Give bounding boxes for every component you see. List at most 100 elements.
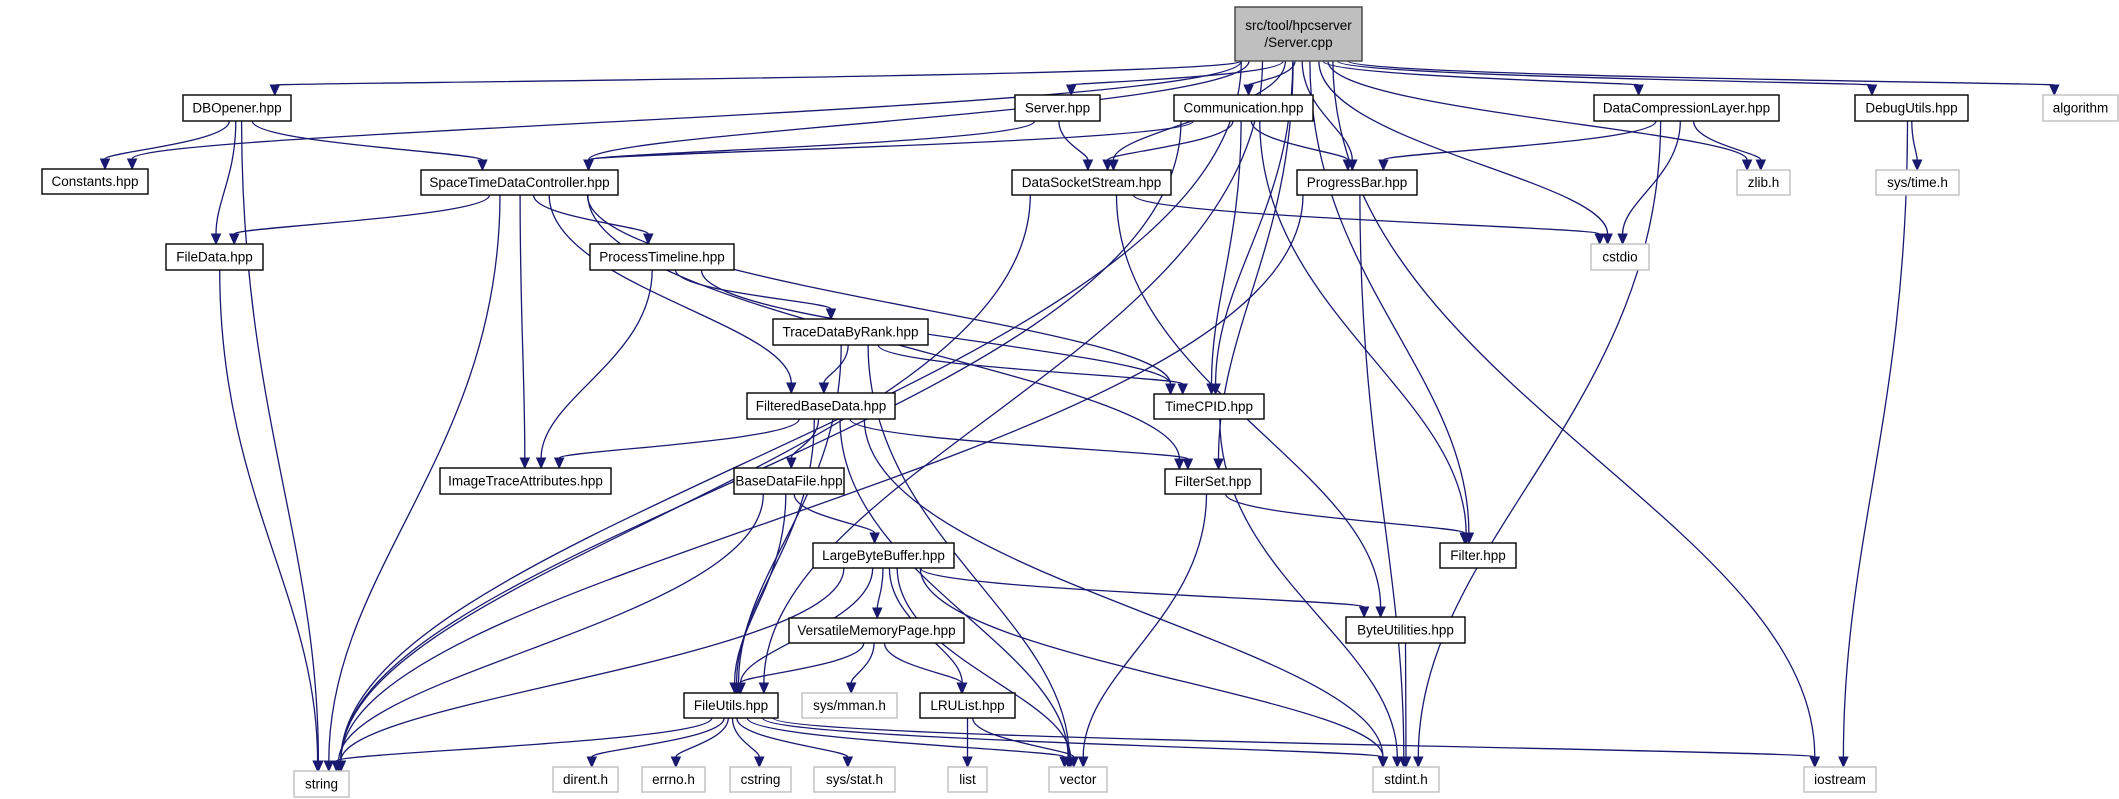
node-label: DBOpener.hpp [192, 101, 281, 116]
edge-processtimeline-to-timecpid [700, 269, 1172, 385]
node-box [1736, 169, 1791, 196]
node-box [788, 617, 965, 644]
edge-filedata-to-string [219, 269, 319, 762]
node-label: SpaceTimeDataController.hpp [429, 175, 609, 190]
node-tracedatabyrank[interactable]: TraceDataByRank.hpp [772, 318, 929, 346]
arrowhead-icon [323, 760, 335, 773]
node-fileutils[interactable]: FileUtils.hpp [683, 692, 779, 719]
node-direnth: dirent.h [552, 766, 619, 793]
node-label: Server.hpp [1025, 101, 1090, 116]
edge-stdc-to-processtimeline [532, 194, 649, 235]
node-iostream: iostream [1803, 766, 1877, 793]
arrowhead-icon [1375, 606, 1386, 619]
edge-dbopener-to-constants [104, 120, 230, 160]
edge-fileutils-to-vector [746, 717, 1066, 758]
node-stdc[interactable]: SpaceTimeDataController.hpp [420, 169, 619, 196]
node-label: VersatileMemoryPage.hpp [797, 623, 955, 638]
node-box [1173, 94, 1314, 122]
node-filteredbasedata[interactable]: FilteredBaseData.hpp [746, 392, 896, 420]
node-filterset[interactable]: FilterSet.hpp [1164, 468, 1262, 495]
edge-communication-to-filter [1259, 120, 1467, 534]
node-stdint: stdint.h [1372, 766, 1440, 793]
node-server_cpp[interactable]: src/tool/hpcserver/Server.cpp [1234, 6, 1363, 62]
node-box [1439, 542, 1517, 569]
edge-versatilememorypage-to-sysmman [850, 642, 875, 684]
node-lrulist[interactable]: LRUList.hpp [919, 692, 1016, 719]
node-constants[interactable]: Constants.hpp [41, 168, 149, 195]
node-label: list [959, 772, 976, 787]
node-label: iostream [1814, 772, 1866, 787]
edge-progressbar-to-string [340, 194, 1304, 762]
node-byteutilities[interactable]: ByteUtilities.hpp [1345, 616, 1466, 644]
edge-fileutils-to-iostream [772, 717, 1816, 758]
edge-datacompression-to-zlib [1692, 120, 1762, 161]
node-server_hpp[interactable]: Server.hpp [1014, 94, 1101, 122]
node-datacompression[interactable]: DataCompressionLayer.hpp [1593, 94, 1780, 122]
node-progressbar[interactable]: ProgressBar.hpp [1296, 169, 1418, 196]
node-communication[interactable]: Communication.hpp [1173, 94, 1314, 122]
arrowhead-icon [1082, 159, 1094, 172]
arrowhead-icon [477, 159, 488, 172]
node-timecpid[interactable]: TimeCPID.hpp [1153, 393, 1265, 420]
edge-dbopener-to-filedata [215, 120, 237, 235]
arrowhead-icon [1243, 84, 1254, 97]
arrowhead-icon [1059, 756, 1070, 769]
edge-communication-to-stdc [587, 120, 1194, 161]
arrowhead-icon [1400, 756, 1412, 769]
edges-layer [99, 60, 2060, 773]
node-box [41, 168, 149, 195]
node-imagetrace[interactable]: ImageTraceAttributes.hpp [439, 467, 612, 495]
arrowhead-icon [754, 756, 765, 769]
node-versatilememorypage[interactable]: VersatileMemoryPage.hpp [788, 617, 965, 644]
arrowhead-icon [1459, 532, 1470, 545]
node-debugutils[interactable]: DebugUtils.hpp [1854, 94, 1969, 122]
node-label: stdint.h [1384, 772, 1428, 787]
node-label: algorithm [2053, 101, 2109, 116]
arrowhead-icon [519, 457, 531, 470]
arrowhead-icon [1182, 458, 1194, 471]
node-box [2042, 94, 2119, 122]
node-label: LargeByteBuffer.hpp [822, 548, 945, 563]
node-box [1593, 94, 1780, 122]
edge-stdc-to-filteredbasedata [548, 194, 792, 384]
arrowhead-icon [1809, 756, 1821, 769]
node-dbopener[interactable]: DBOpener.hpp [182, 94, 292, 122]
node-box [812, 542, 955, 569]
node-box [772, 318, 929, 346]
edge-fileutils-to-errnoh [675, 717, 729, 758]
arrowhead-icon [210, 233, 222, 246]
edge-dbopener-to-string [240, 120, 320, 762]
node-box [1014, 94, 1101, 122]
arrowhead-icon [583, 159, 594, 172]
edge-datasocket-to-string [340, 194, 1031, 762]
edge-largebytebuffer-to-vector [896, 567, 1072, 758]
arrowhead-icon [1213, 458, 1224, 471]
node-label: /Server.cpp [1264, 35, 1332, 50]
edge-server_cpp-to-datacompression [1322, 60, 1640, 86]
edge-datacompression-to-stdint [1417, 120, 1662, 758]
node-largebytebuffer[interactable]: LargeByteBuffer.hpp [812, 542, 955, 569]
node-basedatafile[interactable]: BaseDataFile.hpp [733, 467, 845, 495]
node-label: Communication.hpp [1183, 101, 1303, 116]
node-box [1854, 94, 1969, 122]
node-systime: sys/time.h [1875, 169, 1960, 196]
edge-filteredbasedata-to-fileutils [735, 418, 815, 684]
node-box [1153, 393, 1265, 420]
arrowhead-icon [1755, 159, 1767, 172]
arrowhead-icon [1358, 606, 1370, 619]
node-label: ProcessTimeline.hpp [599, 250, 725, 265]
edge-filterset-to-vector [1082, 493, 1208, 758]
edge-filterset-to-filter [1225, 493, 1466, 534]
node-filter[interactable]: Filter.hpp [1439, 542, 1517, 569]
edge-server_cpp-to-cstdio [1318, 60, 1609, 235]
node-datasocket[interactable]: DataSocketStream.hpp [1011, 169, 1172, 196]
arrowhead-icon [1633, 84, 1644, 97]
node-sysstat: sys/stat.h [813, 766, 896, 793]
node-processtimeline[interactable]: ProcessTimeline.hpp [589, 243, 735, 271]
node-filedata[interactable]: FileData.hpp [165, 243, 264, 271]
arrowhead-icon [1392, 756, 1403, 769]
edge-processtimeline-to-tracedatabyrank [674, 269, 832, 310]
node-box [589, 243, 735, 271]
node-label: src/tool/hpcserver [1245, 18, 1352, 33]
edge-progressbar-to-stdint [1359, 194, 1405, 758]
